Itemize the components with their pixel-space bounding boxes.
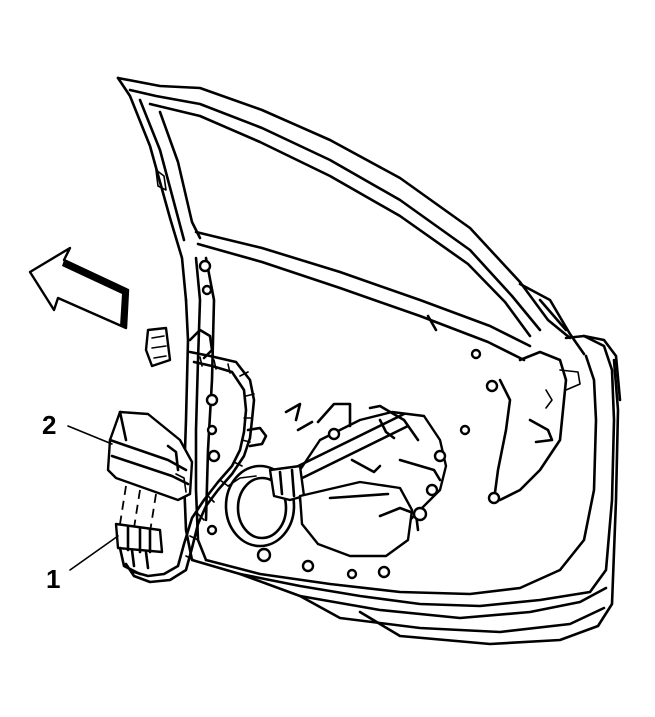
callout-2-label: 2 [42, 410, 56, 440]
window-regulator [268, 402, 448, 558]
door-inner-panel [182, 256, 622, 646]
wire-harness [124, 326, 268, 584]
callout-2: 2 [42, 410, 113, 445]
door-frame [116, 76, 586, 362]
callout-1: 1 [46, 535, 119, 594]
speaker-opening [224, 464, 296, 548]
harness-connectors [114, 485, 164, 576]
forward-arrow-icon [28, 246, 130, 330]
door-control-module [106, 410, 194, 502]
callout-1-label: 1 [46, 564, 60, 594]
